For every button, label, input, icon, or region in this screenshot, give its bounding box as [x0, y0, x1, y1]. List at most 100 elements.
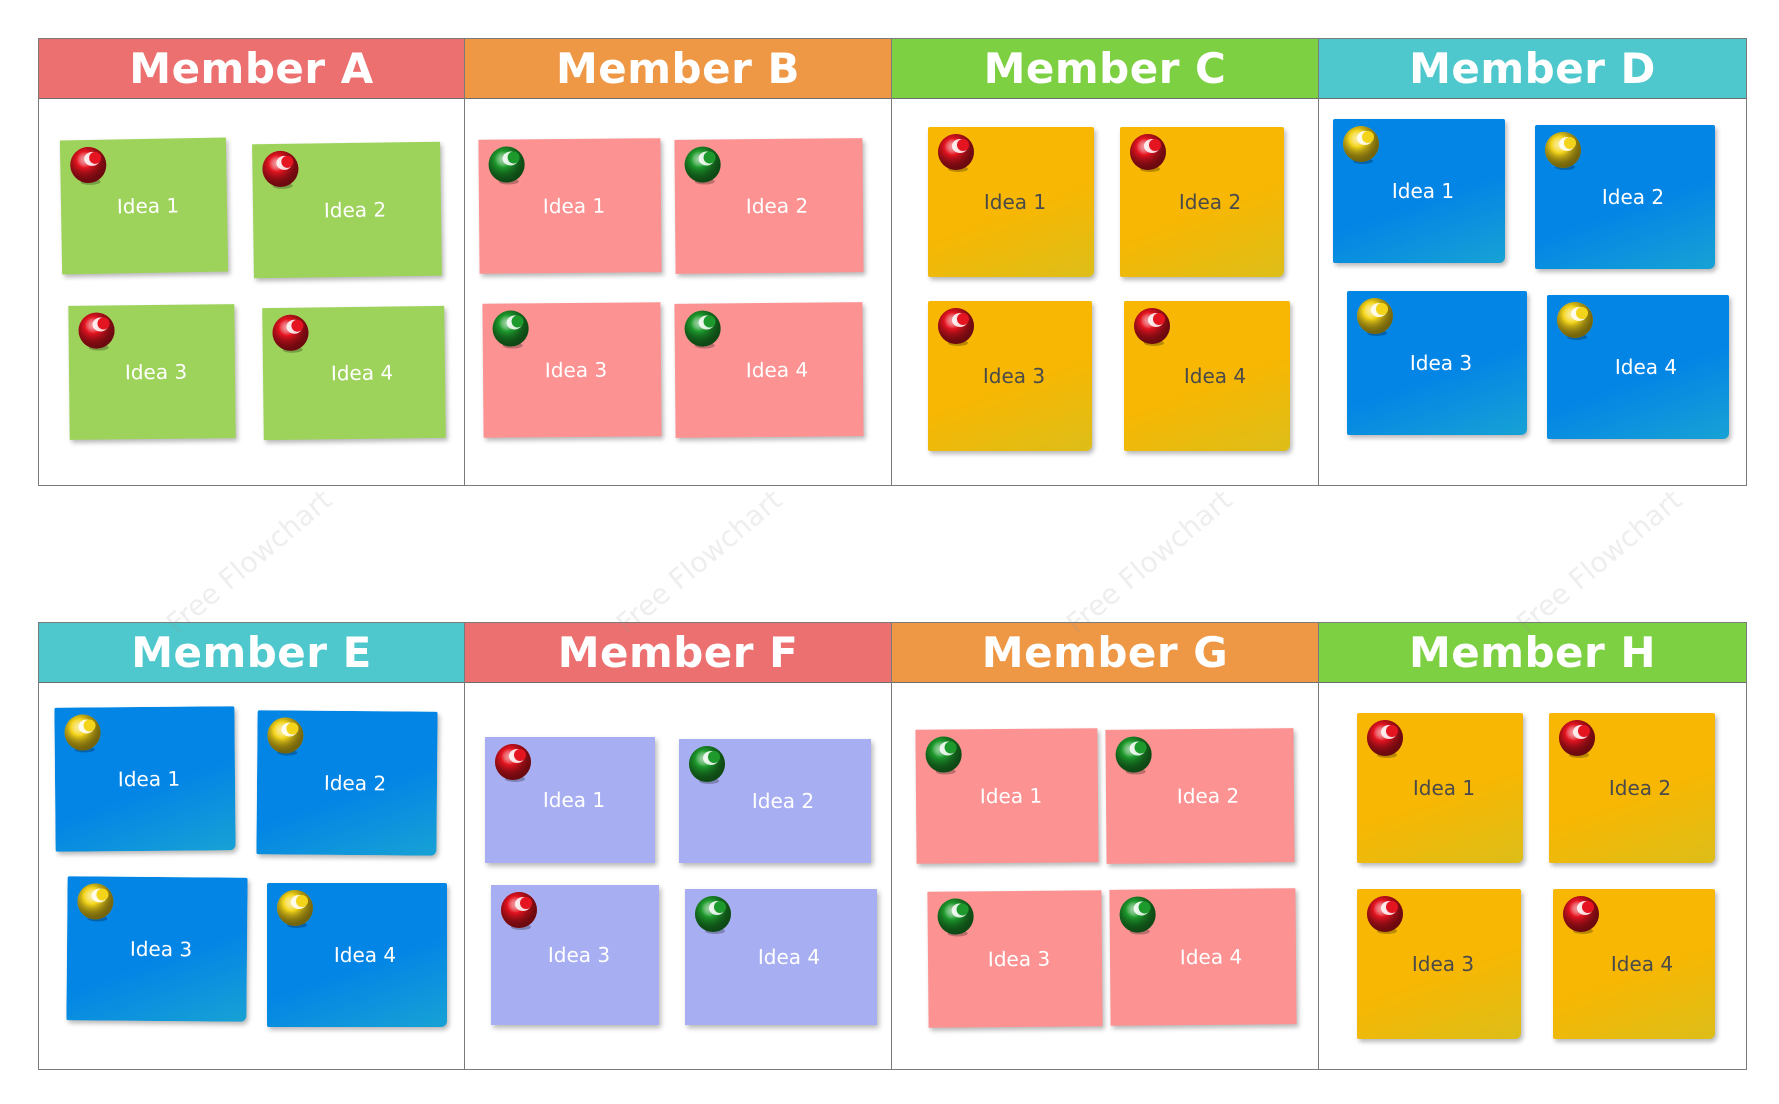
member-notes-area: Idea 1 Idea 2 Idea 3 Idea 4: [1319, 99, 1746, 485]
idea-label: Idea 4: [745, 357, 809, 383]
sticky-note[interactable]: Idea 1: [1357, 713, 1523, 863]
idea-label: Idea 3: [129, 936, 193, 962]
sticky-note[interactable]: Idea 2: [674, 138, 864, 274]
pushpin-icon: [680, 305, 726, 351]
pushpin-icon: [933, 893, 979, 939]
pushpin-icon: [1541, 127, 1587, 173]
member-header: Member G: [892, 623, 1318, 683]
member-header: Member E: [39, 623, 464, 683]
watermark: Free Flowchart: [1510, 483, 1689, 641]
sticky-note[interactable]: Idea 3: [928, 301, 1092, 451]
pushpin-icon: [1115, 891, 1161, 937]
idea-label: Idea 3: [987, 946, 1051, 972]
member-header: Member A: [39, 39, 464, 99]
sticky-note[interactable]: Idea 3: [66, 876, 248, 1022]
sticky-note[interactable]: Idea 2: [1535, 125, 1715, 269]
pushpin-icon: [66, 142, 113, 189]
watermark: Free Flowchart: [160, 483, 339, 641]
pushpin-icon: [934, 129, 980, 175]
sticky-note[interactable]: Idea 3: [927, 890, 1103, 1028]
pushpin-icon: [934, 303, 980, 349]
sticky-note[interactable]: Idea 4: [267, 883, 447, 1027]
pushpin-icon: [921, 731, 967, 777]
pushpin-icon: [1130, 303, 1176, 349]
member-notes-area: Idea 1 Idea 2 Idea 3 Idea 4: [465, 683, 891, 1069]
sticky-note[interactable]: Idea 2: [256, 710, 438, 856]
idea-label: Idea 2: [323, 770, 387, 796]
member-notes-area: Idea 1 Idea 2 Idea 3 Idea 4: [465, 99, 891, 485]
sticky-note[interactable]: Idea 2: [1549, 713, 1715, 863]
sticky-note[interactable]: Idea 4: [1124, 301, 1290, 451]
member-notes-area: Idea 1 Idea 2 Idea 3 Idea 4: [892, 683, 1318, 1069]
pushpin-icon: [1559, 891, 1605, 937]
member-panel: Member C Idea 1 Idea 2 Idea 3 Idea 4: [892, 38, 1319, 486]
pushpin-icon: [74, 307, 120, 353]
sticky-note[interactable]: Idea 3: [491, 885, 659, 1025]
sticky-note[interactable]: Idea 2: [252, 141, 442, 279]
sticky-note[interactable]: Idea 4: [1109, 888, 1297, 1026]
pushpin-icon: [685, 741, 731, 787]
sticky-note[interactable]: Idea 1: [915, 728, 1099, 864]
idea-label: Idea 4: [1183, 364, 1247, 388]
sticky-note[interactable]: Idea 4: [1553, 889, 1715, 1039]
sticky-note[interactable]: Idea 3: [1347, 291, 1527, 435]
idea-label: Idea 1: [116, 193, 180, 219]
member-header: Member H: [1319, 623, 1746, 683]
sticky-note[interactable]: Idea 1: [928, 127, 1094, 277]
idea-label: Idea 2: [745, 193, 809, 219]
idea-label: Idea 1: [542, 788, 606, 812]
idea-label: Idea 2: [1608, 776, 1672, 800]
pushpin-icon: [268, 309, 315, 356]
sticky-note[interactable]: Idea 1: [1333, 119, 1505, 263]
sticky-note[interactable]: Idea 2: [1105, 728, 1295, 864]
idea-label: Idea 4: [1614, 355, 1678, 379]
idea-label: Idea 3: [544, 357, 608, 383]
member-header: Member D: [1319, 39, 1746, 99]
idea-label: Idea 1: [1391, 179, 1455, 203]
idea-label: Idea 2: [1601, 185, 1665, 209]
pushpin-icon: [497, 887, 543, 933]
pushpin-icon: [691, 891, 737, 937]
sticky-note[interactable]: Idea 1: [54, 706, 236, 852]
pushpin-icon: [1363, 715, 1409, 761]
sticky-note[interactable]: Idea 4: [1547, 295, 1729, 439]
sticky-note[interactable]: Idea 2: [679, 739, 871, 863]
idea-label: Idea 3: [982, 364, 1046, 388]
idea-label: Idea 2: [1176, 783, 1240, 809]
sticky-note[interactable]: Idea 3: [1357, 889, 1521, 1039]
pushpin-icon: [1339, 121, 1385, 167]
member-panel: Member E Idea 1 Idea 2 Idea 3 Idea 4: [38, 622, 465, 1070]
pushpin-icon: [263, 712, 309, 758]
member-panel: Member B Idea 1 Idea 2 Idea 3 Idea 4: [465, 38, 892, 486]
pushpin-icon: [1111, 731, 1157, 777]
idea-label: Idea 3: [547, 943, 611, 967]
member-notes-area: Idea 1 Idea 2 Idea 3 Idea 4: [892, 99, 1318, 485]
sticky-note[interactable]: Idea 1: [478, 138, 662, 274]
member-panel: Member D Idea 1 Idea 2 Idea 3 Idea 4: [1319, 38, 1747, 486]
idea-label: Idea 2: [1178, 190, 1242, 214]
sticky-note[interactable]: Idea 4: [262, 305, 446, 441]
sticky-note[interactable]: Idea 3: [68, 304, 236, 440]
sticky-note[interactable]: Idea 1: [59, 137, 229, 275]
sticky-note[interactable]: Idea 3: [482, 302, 662, 438]
member-header: Member B: [465, 39, 891, 99]
member-notes-area: Idea 1 Idea 2 Idea 3 Idea 4: [1319, 683, 1746, 1069]
sticky-note[interactable]: Idea 4: [685, 889, 877, 1025]
idea-label: Idea 1: [542, 193, 606, 219]
idea-label: Idea 1: [979, 783, 1043, 809]
idea-label: Idea 4: [1179, 944, 1243, 970]
member-panel: Member H Idea 1 Idea 2 Idea 3 Idea 4: [1319, 622, 1747, 1070]
member-header: Member C: [892, 39, 1318, 99]
pushpin-icon: [1555, 715, 1601, 761]
idea-label: Idea 4: [1610, 952, 1674, 976]
idea-label: Idea 3: [1409, 351, 1473, 375]
idea-label: Idea 1: [1412, 776, 1476, 800]
idea-label: Idea 2: [751, 789, 815, 813]
sticky-note[interactable]: Idea 2: [1120, 127, 1284, 277]
sticky-note[interactable]: Idea 4: [674, 302, 864, 438]
member-notes-area: Idea 1 Idea 2 Idea 3 Idea 4: [39, 683, 464, 1069]
idea-label: Idea 2: [323, 197, 387, 223]
sticky-note[interactable]: Idea 1: [485, 737, 655, 863]
